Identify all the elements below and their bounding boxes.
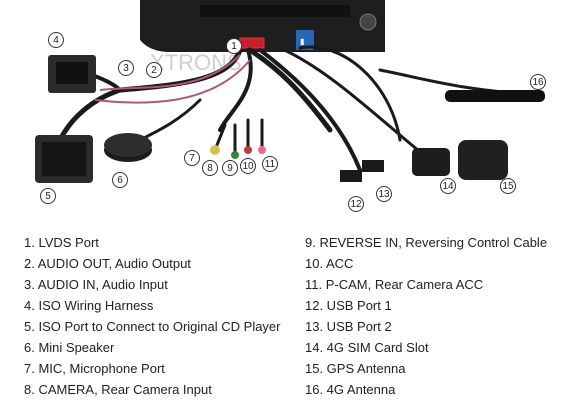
callout-6: 6	[112, 172, 128, 188]
callout-13: 13	[376, 186, 392, 202]
callout-5: 5	[40, 188, 56, 204]
callout-8: 8	[202, 160, 218, 176]
callout-16: 16	[530, 74, 546, 90]
legend-item: 12. USB Port 1	[305, 298, 392, 313]
callout-10: 10	[240, 158, 256, 174]
callout-11: 11	[262, 156, 278, 172]
legend-item: 7. MIC, Microphone Port	[24, 361, 165, 376]
legend-item: 1. LVDS Port	[24, 235, 99, 250]
legend-item: 10. ACC	[305, 256, 354, 271]
callout-2: 2	[146, 62, 162, 78]
callout-9: 9	[222, 160, 238, 176]
legend-item: 15. GPS Antenna	[305, 361, 406, 376]
legend-item: 8. CAMERA, Rear Camera Input	[24, 382, 212, 397]
callout-1: 1	[226, 38, 242, 54]
legend-item: 14. 4G SIM Card Slot	[305, 340, 429, 355]
callout-14: 14	[440, 178, 456, 194]
svg-text:▮: ▮	[300, 37, 304, 46]
callout-15: 15	[500, 178, 516, 194]
legend-item: 11. P-CAM, Rear Camera ACC	[305, 277, 484, 292]
product-photo: ▮ XTRONS	[35, 0, 545, 183]
callout-3: 3	[118, 60, 134, 76]
legend-item: 2. AUDIO OUT, Audio Output	[24, 256, 191, 271]
legend-item: 13. USB Port 2	[305, 319, 392, 334]
callout-12: 12	[348, 196, 364, 212]
legend-item: 5. ISO Port to Connect to Original CD Pl…	[24, 319, 281, 334]
legend-item: 6. Mini Speaker	[24, 340, 115, 355]
legend-item: 3. AUDIO IN, Audio Input	[24, 277, 168, 292]
callout-4: 4	[48, 32, 64, 48]
legend-item: 16. 4G Antenna	[305, 382, 396, 397]
legend-item: 4. ISO Wiring Harness	[24, 298, 154, 313]
legend-item: 9. REVERSE IN, Reversing Control Cable	[305, 235, 548, 250]
watermark: XTRONS	[150, 50, 242, 75]
callout-7: 7	[184, 150, 200, 166]
